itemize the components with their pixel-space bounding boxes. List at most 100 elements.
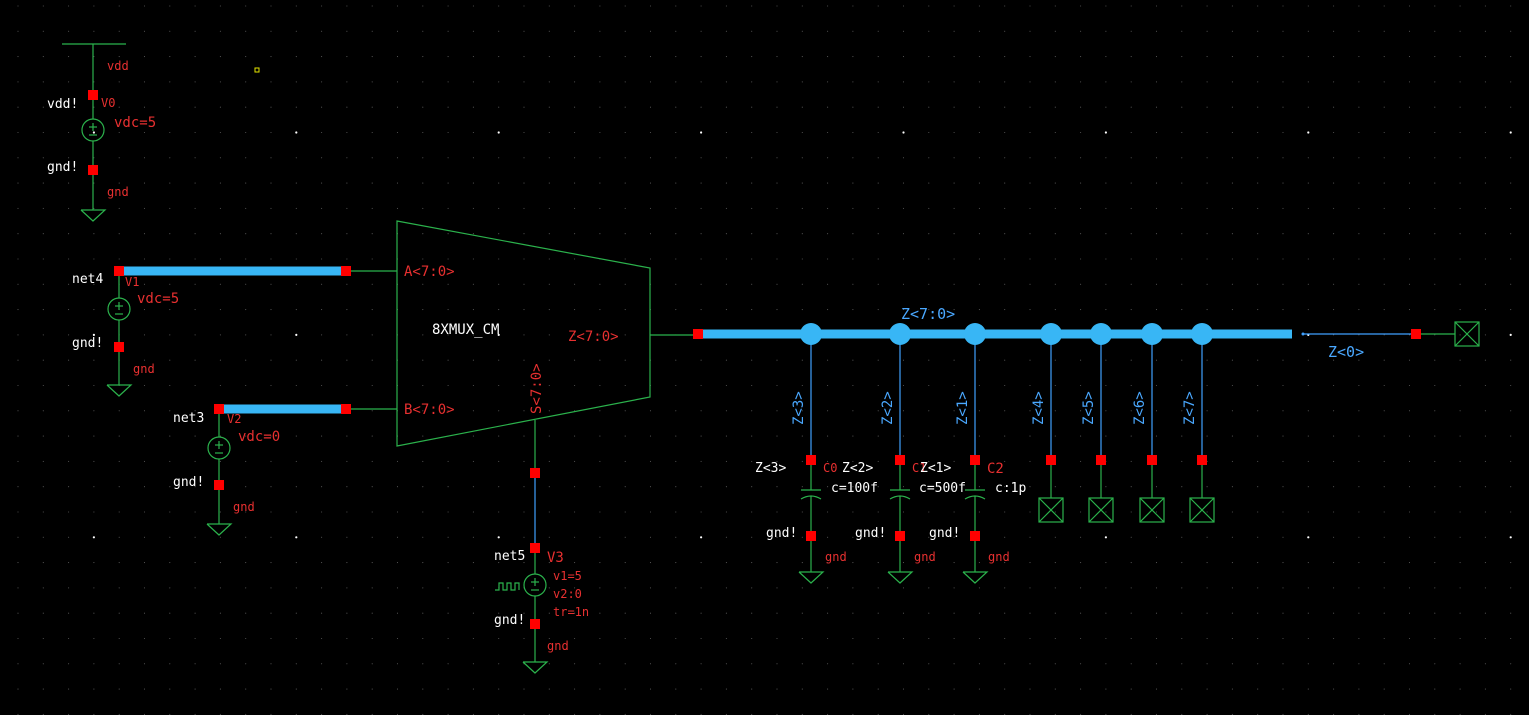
pin-terminal[interactable]: [88, 165, 98, 175]
tap-label: Z<2>: [880, 391, 896, 425]
grid-dot: [928, 233, 930, 235]
pin-terminal[interactable]: [1147, 455, 1157, 465]
source-param: vdc=5: [114, 115, 156, 131]
pin-terminal[interactable]: [114, 342, 124, 352]
grid-dot: [953, 283, 955, 285]
pin-terminal[interactable]: [88, 90, 98, 100]
grid-dot: [1029, 30, 1031, 32]
grid-dot: [17, 359, 19, 361]
grid-dot: [118, 30, 120, 32]
terminal-icon[interactable]: [1139, 497, 1165, 523]
tap-z3[interactable]: Z<3>: [791, 323, 822, 465]
capacitor-c2[interactable]: Z<1> C2 c:1p gnd! gnd: [920, 461, 1026, 584]
grid-dot: [1080, 56, 1082, 58]
pin-terminal[interactable]: [1046, 455, 1056, 465]
grid-dot: [725, 309, 727, 311]
grid-dot: [1257, 663, 1259, 665]
grid-dot: [852, 486, 854, 488]
grid-dot: [68, 359, 70, 361]
tap-z2[interactable]: Z<2>: [880, 323, 911, 465]
pin-terminal[interactable]: [530, 619, 540, 629]
grid-dot: [1510, 410, 1512, 412]
grid-dot: [1282, 359, 1284, 361]
pin-terminal[interactable]: [1197, 455, 1207, 465]
bus-b[interactable]: [214, 404, 397, 414]
tap-z7[interactable]: Z<7>: [1182, 323, 1215, 523]
grid-dot: [1155, 5, 1158, 7]
pin-terminal[interactable]: [341, 266, 351, 276]
pin-terminal[interactable]: [1411, 329, 1421, 339]
pin-terminal[interactable]: [530, 468, 540, 478]
pin-terminal[interactable]: [530, 543, 540, 553]
tap-z1[interactable]: Z<1>: [955, 323, 986, 465]
capacitor-c1[interactable]: Z<2> C1 c=500f gnd! gnd: [842, 461, 966, 584]
grid-dot: [143, 233, 146, 235]
grid-dot: [548, 460, 550, 462]
grid-dot: [118, 56, 120, 58]
pin-terminal[interactable]: [895, 455, 905, 465]
grid-dot: [1130, 384, 1132, 387]
grid-dot: [396, 460, 399, 462]
output-terminal-icon[interactable]: [1454, 321, 1480, 347]
grid-dot: [624, 207, 626, 209]
grid-dot: [93, 384, 95, 387]
grid-dot: [245, 511, 247, 513]
grid-dot: [1206, 435, 1208, 437]
grid-dot: [1155, 612, 1158, 614]
grid-dot: [827, 587, 829, 589]
grid-dot: [1510, 5, 1512, 7]
grid-dots: [17, 5, 1512, 715]
mux-symbol[interactable]: A<7:0> B<7:0> Z<7:0> S<7:0> 8XMUX_CM: [396, 220, 698, 473]
grid-dot: [371, 182, 373, 184]
node-label: gnd!: [929, 526, 960, 541]
pin-terminal[interactable]: [341, 404, 351, 414]
grid-dot: [1130, 233, 1132, 235]
v3-source-group[interactable]: net5 V3 v1=5 v2:0 tr=1n gnd! gnd: [494, 468, 589, 674]
grid-dot: [93, 562, 95, 564]
grid-dot: [852, 157, 854, 159]
grid-dot: [1231, 56, 1233, 58]
pin-terminal[interactable]: [114, 266, 124, 276]
capacitor-c0[interactable]: Z<3> C0 c=100f gnd! gnd: [755, 461, 878, 584]
grid-dot: [928, 637, 930, 640]
pin-terminal[interactable]: [214, 404, 224, 414]
tap-z6[interactable]: Z<6>: [1132, 323, 1165, 523]
grid-dot: [1510, 258, 1512, 260]
grid-dot: [92, 333, 95, 336]
terminal-icon[interactable]: [1189, 497, 1215, 523]
pin-terminal[interactable]: [970, 455, 980, 465]
grid-dot: [371, 511, 373, 513]
grid-dot: [17, 562, 19, 564]
terminal-icon[interactable]: [1038, 497, 1064, 523]
grid-dot: [1408, 56, 1411, 58]
grid-dot: [1408, 233, 1411, 235]
tap-z4[interactable]: Z<4>: [1031, 323, 1064, 523]
pin-terminal[interactable]: [806, 531, 816, 541]
pin-terminal[interactable]: [970, 531, 980, 541]
bus-a[interactable]: [114, 266, 397, 276]
v2-source-group[interactable]: net3 V2 vdc=0 gnd! gnd: [173, 409, 280, 536]
grid-dot: [548, 5, 550, 7]
terminal-icon[interactable]: [1088, 497, 1114, 523]
selection-marker[interactable]: [254, 67, 260, 73]
v1-source-group[interactable]: net4 V1 vdc=5 gnd! gnd: [72, 271, 179, 397]
grid-dot: [827, 283, 829, 285]
grid-dot: [1307, 384, 1309, 387]
grid-dot: [1029, 612, 1031, 614]
pin-terminal[interactable]: [1096, 455, 1106, 465]
grid-dot: [396, 637, 399, 640]
grid-dot: [346, 334, 348, 336]
pin-terminal[interactable]: [895, 531, 905, 541]
grid-dot: [321, 207, 323, 209]
pin-terminal[interactable]: [214, 480, 224, 490]
v0-source-group[interactable]: vdd vdd! V0 vdc=5 gnd! gnd: [47, 43, 156, 222]
tap-z5[interactable]: Z<5>: [1081, 323, 1114, 523]
ground-icon: [206, 523, 233, 536]
pin-terminal[interactable]: [806, 455, 816, 465]
grid-dot: [1181, 81, 1183, 83]
pin-terminal[interactable]: [693, 329, 703, 339]
grid-dot: [143, 283, 146, 285]
grid-dot: [1307, 182, 1309, 184]
grid-dot: [447, 410, 449, 412]
